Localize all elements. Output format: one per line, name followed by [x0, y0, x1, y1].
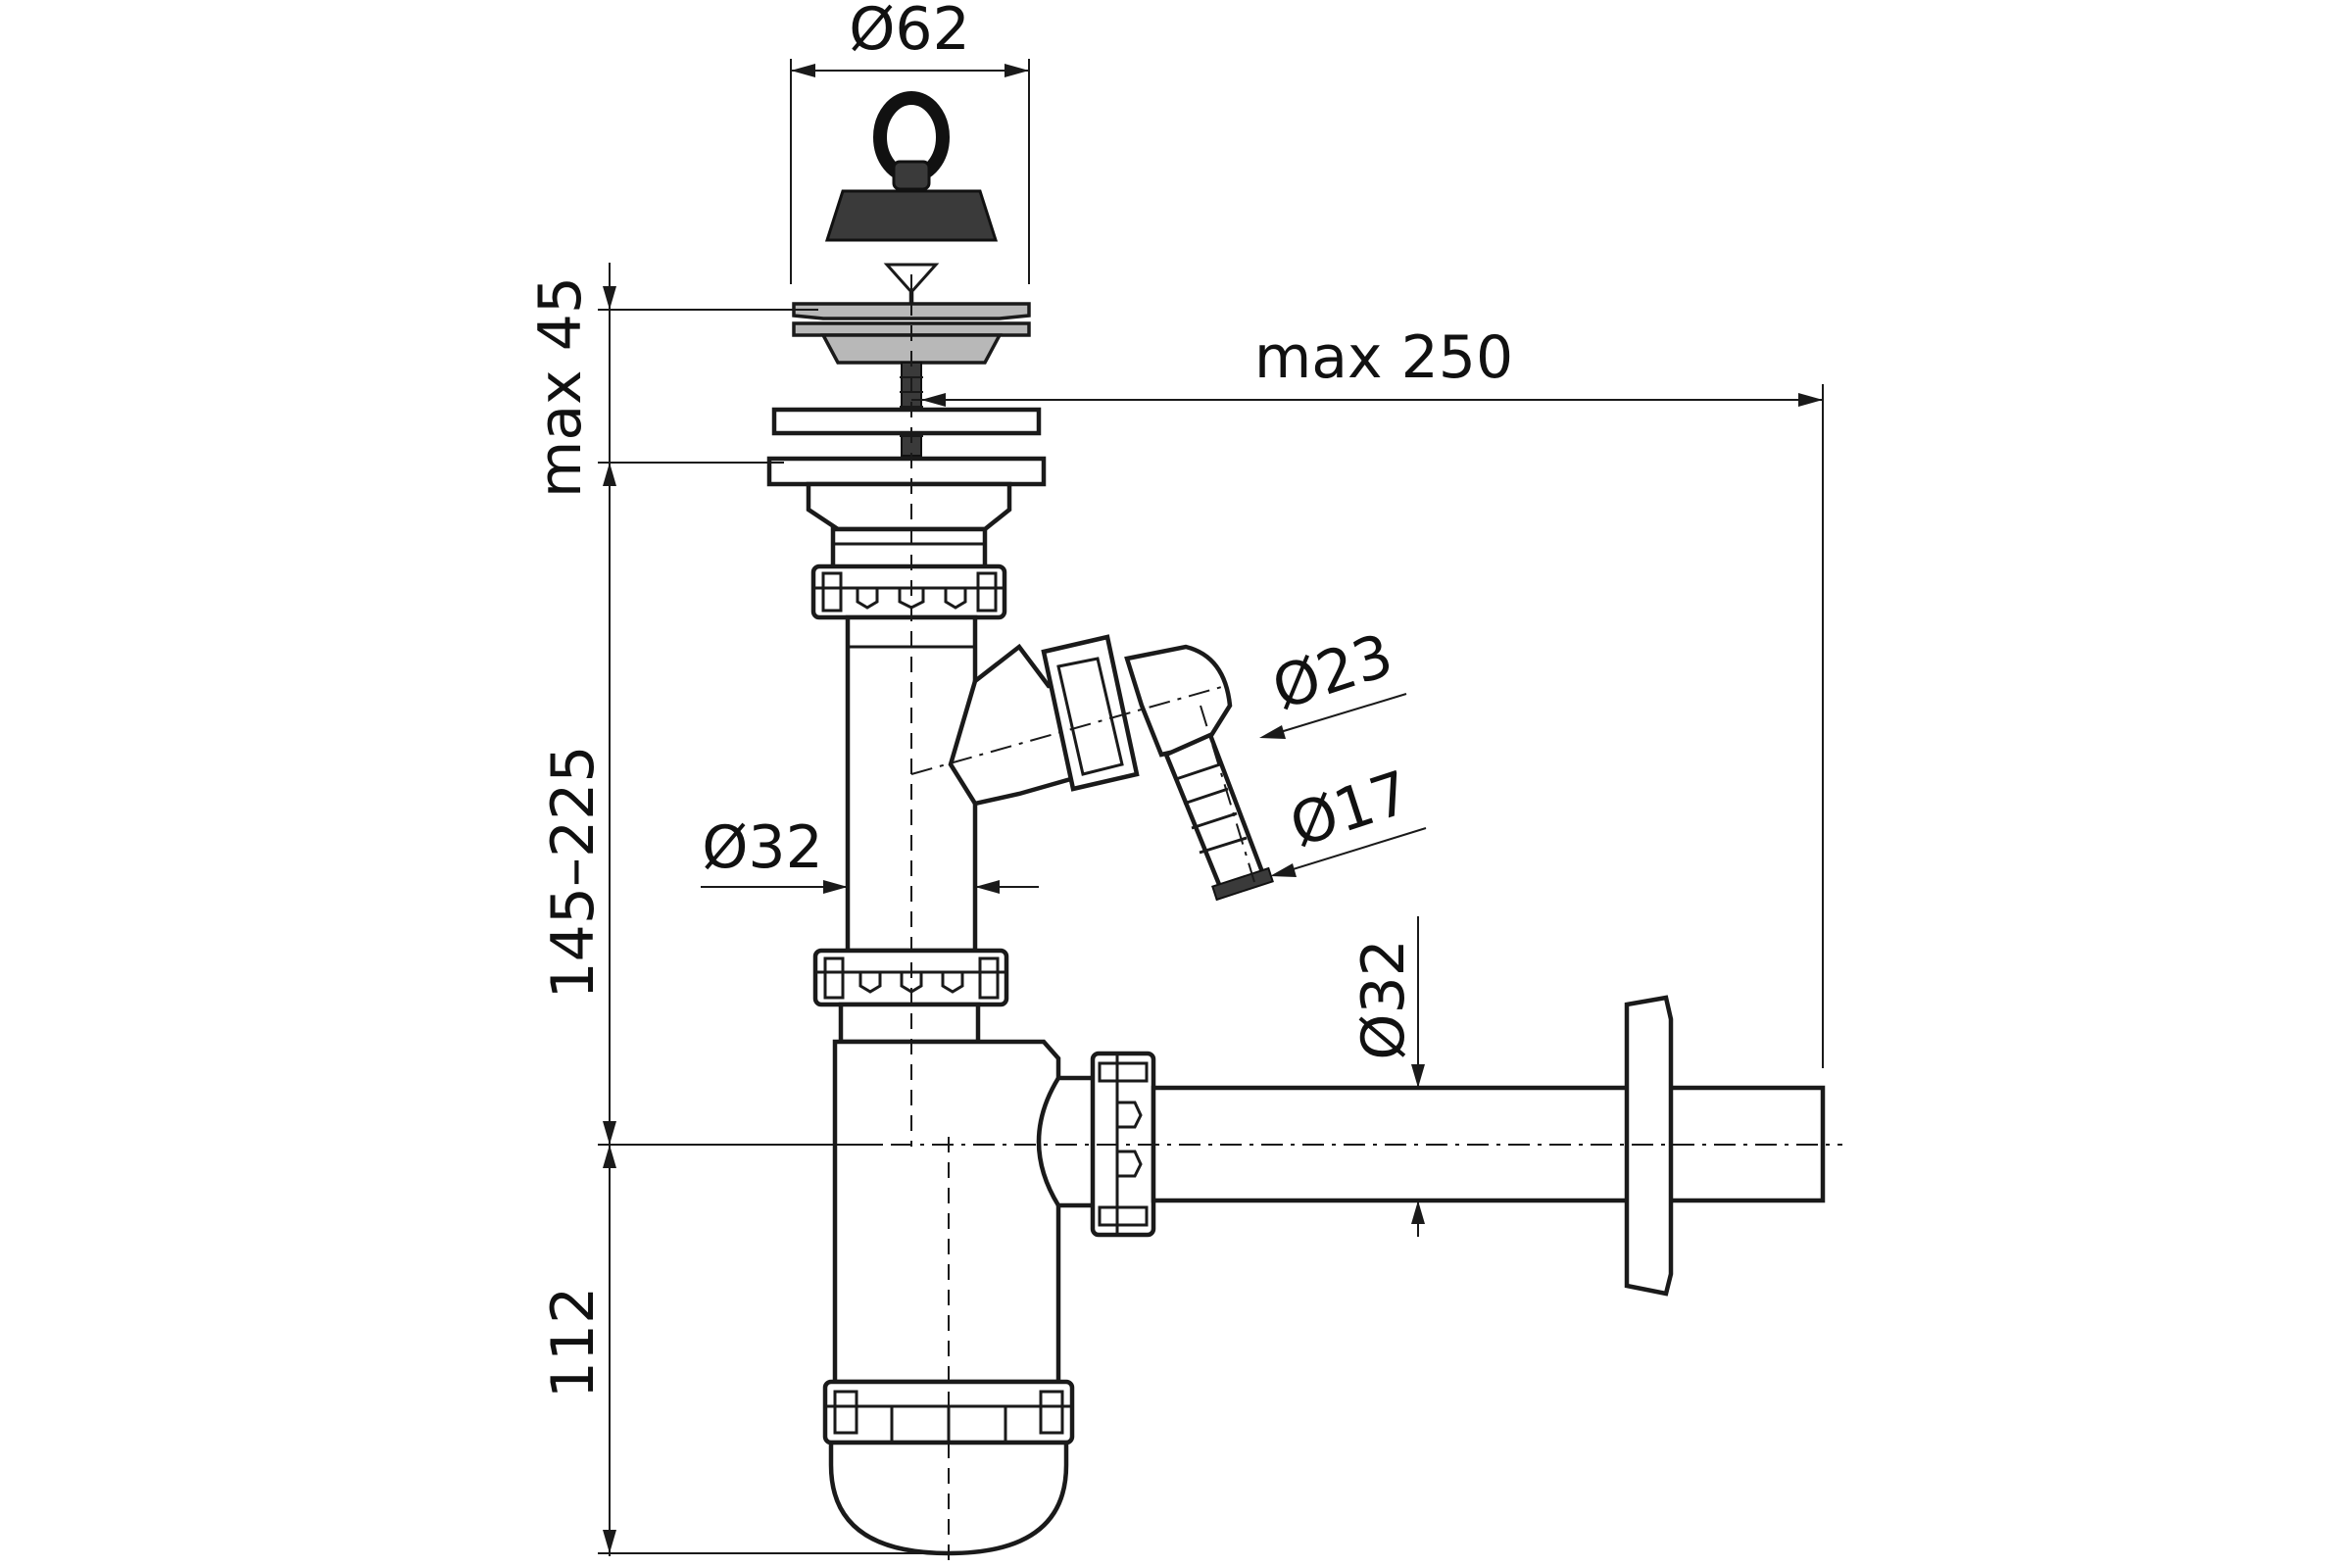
bottle-body	[832, 1002, 1101, 1385]
dimension-plug-height: max 45	[526, 263, 818, 498]
dimension-trap-depth: 112	[539, 1145, 949, 1556]
dimension-label-strainer: Ø62	[849, 0, 970, 64]
bottom-union-nut	[822, 1379, 1075, 1446]
dimension-label-hose: Ø17	[1282, 759, 1418, 861]
lower-washer	[766, 456, 1047, 487]
rubber-plug	[824, 189, 999, 242]
side-inlet	[948, 634, 1274, 902]
dimension-label-inlet: Ø23	[1264, 621, 1400, 724]
dimension-hose-diameter: Ø17	[1270, 759, 1427, 877]
dimension-label-adjustable-height: 145–225	[539, 745, 608, 999]
dimension-max-length: max 250	[911, 323, 1824, 1068]
dimension-strainer-diameter: Ø62	[790, 0, 1030, 284]
dimension-tube-diameter: Ø32	[701, 813, 1039, 894]
strainer-screw	[883, 263, 940, 295]
strainer-basket	[820, 333, 1003, 365]
dimension-label-plug-height: max 45	[526, 276, 595, 498]
upper-washer	[771, 407, 1042, 436]
stopper-plug	[824, 91, 999, 242]
outlet-neck	[1036, 1075, 1101, 1208]
inlet-elbow	[1124, 644, 1233, 758]
inlet-union-nut	[1041, 634, 1140, 792]
dimension-label-tube: Ø32	[702, 813, 823, 882]
dimension-outlet-diameter: Ø32	[1349, 916, 1425, 1237]
dimension-inlet-diameter: Ø23	[1259, 621, 1407, 739]
inlet-center-line	[910, 685, 1226, 775]
dimension-label-max-length: max 250	[1254, 323, 1513, 392]
dimension-adjustable-height: 145–225	[539, 463, 882, 1146]
plug-stem	[892, 160, 931, 191]
dimension-label-trap-depth: 112	[539, 1287, 608, 1399]
dimension-label-outlet: Ø32	[1349, 939, 1418, 1060]
upper-union-nut	[810, 564, 1007, 620]
drain-outlet	[806, 481, 1012, 571]
